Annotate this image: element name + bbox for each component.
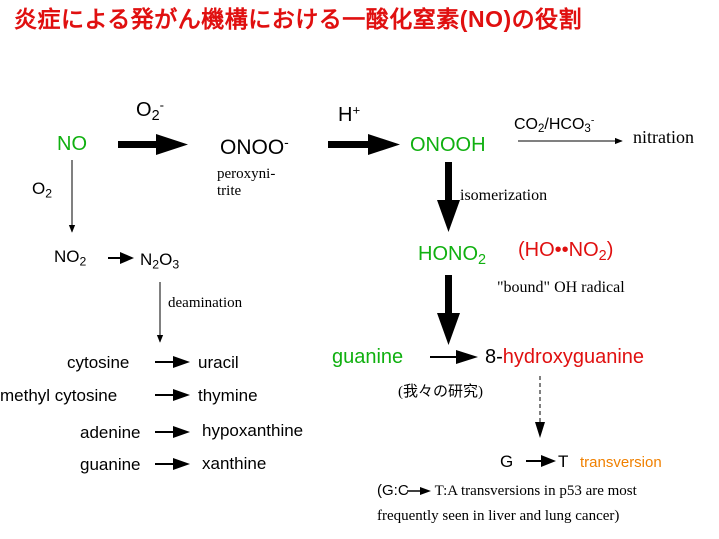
node-t: T bbox=[558, 452, 569, 471]
label-oxygen: O2 bbox=[32, 179, 53, 201]
arrow-hono2-to-guanine bbox=[437, 275, 460, 345]
arrow-adenine-to-hypoxanthine bbox=[155, 426, 190, 438]
arrow-footnote-gc-ta bbox=[407, 487, 431, 495]
page-title: 炎症による発がん機構における一酸化窒素(NO)の役割 bbox=[14, 6, 583, 32]
label-bound-oh: "bound" OH radical bbox=[497, 279, 625, 296]
pair-left-guanine: guanine bbox=[80, 455, 141, 474]
pair-right-hypoxanthine: hypoxanthine bbox=[202, 421, 304, 440]
label-superoxide: O2- bbox=[136, 97, 164, 125]
pair-right-uracil: uracil bbox=[198, 353, 239, 372]
node-hono2: HONO2 bbox=[418, 243, 487, 269]
label-peroxynitrite: peroxyni- trite bbox=[217, 166, 276, 199]
arrow-guanine-to-xanthine bbox=[155, 458, 190, 470]
node-g: G bbox=[500, 452, 514, 471]
label-co2-hco3: CO2/HCO3- bbox=[514, 114, 595, 136]
arrow-no-to-onoo bbox=[118, 134, 188, 155]
label-deamination: deamination bbox=[168, 295, 243, 311]
node-no: NO bbox=[57, 133, 87, 155]
label-transversion: transversion bbox=[580, 454, 662, 471]
node-8-hydroxyguanine: 8-hydroxyguanine bbox=[485, 346, 645, 368]
pair-right-thymine: thymine bbox=[198, 386, 258, 405]
node-onooh: ONOOH bbox=[410, 134, 486, 156]
arrow-onooh-to-hono2 bbox=[437, 162, 460, 232]
label-isomerization: isomerization bbox=[460, 187, 548, 204]
arrow-g-to-t bbox=[526, 455, 556, 467]
label-our-research: (我々の研究) bbox=[398, 384, 483, 400]
node-radical: (HO••NO2) bbox=[518, 239, 614, 265]
arrow-methylcytosine-to-thymine bbox=[155, 389, 190, 401]
footnote-line2: frequently seen in liver and lung cancer… bbox=[377, 508, 620, 524]
node-no2: NO2 bbox=[54, 247, 87, 269]
pair-right-xanthine: xanthine bbox=[202, 454, 267, 473]
node-onoo: ONOO- bbox=[220, 134, 289, 159]
node-n2o3: N2O3 bbox=[140, 250, 180, 272]
node-nitration: nitration bbox=[633, 127, 694, 147]
label-proton: H+ bbox=[338, 102, 361, 126]
arrow-cytosine-to-uracil bbox=[155, 356, 190, 368]
arrow-onoo-to-onooh bbox=[328, 134, 400, 155]
arrow-guanine-to-8ohg bbox=[430, 350, 478, 364]
pair-left-adenine: adenine bbox=[80, 423, 141, 442]
node-guanine-oxidation: guanine bbox=[332, 346, 404, 368]
pair-left-cytosine: cytosine bbox=[67, 353, 130, 372]
pair-left-methylcytosine: methyl cytosine bbox=[0, 386, 118, 405]
arrow-no2-to-n2o3 bbox=[108, 252, 134, 264]
